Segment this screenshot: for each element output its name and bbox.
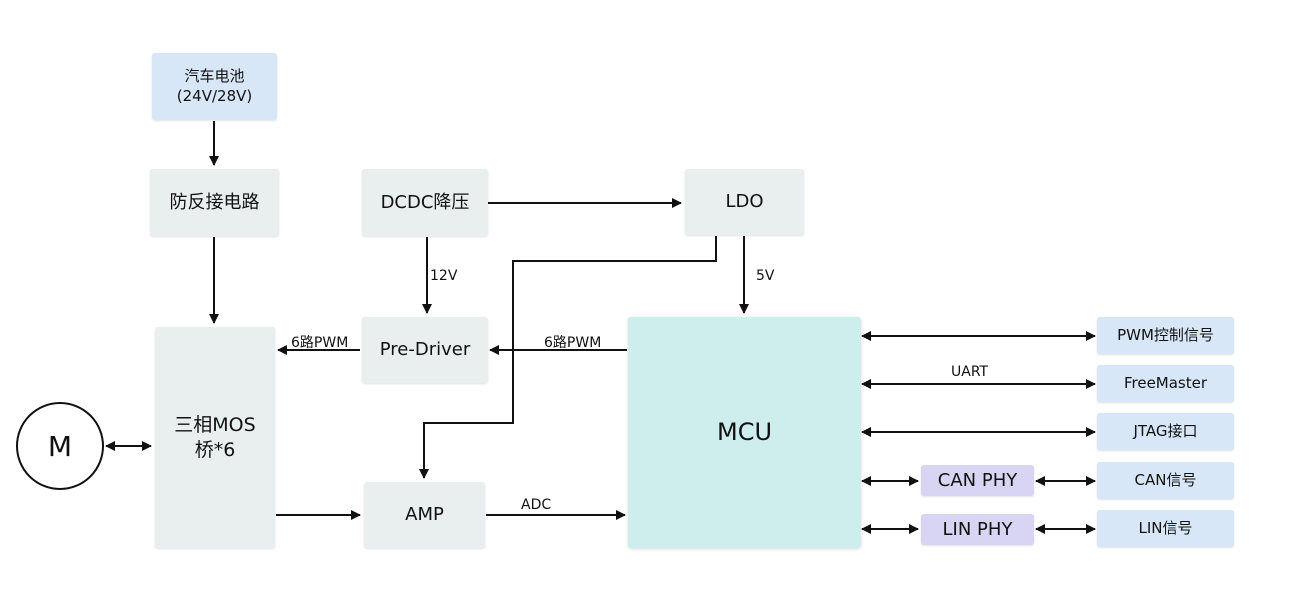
- label-pwm-to-mos: 6路PWM: [291, 335, 349, 351]
- jtag-label: JTAG接口: [1133, 421, 1198, 440]
- jtag-block: JTAG接口: [1097, 413, 1234, 450]
- ldo-label: LDO: [725, 191, 764, 213]
- can-signal-block: CAN信号: [1097, 462, 1234, 499]
- can-signal-label: CAN信号: [1134, 470, 1197, 489]
- mos-bridge-count-label: 桥*6: [194, 438, 236, 461]
- label-12v: 12V: [430, 268, 458, 284]
- arrow-ldo-to-amp: [419, 236, 717, 479]
- reverse-protection-label: 防反接电路: [169, 191, 260, 213]
- pre-driver-block: Pre-Driver: [362, 317, 488, 383]
- label-5v: 5V: [756, 268, 775, 284]
- lin-phy-block: LIN PHY: [921, 514, 1034, 545]
- mos-bridge-label: 三相MOS: [174, 413, 256, 436]
- label-adc: ADC: [521, 497, 552, 513]
- pwm-signal-block: PWM控制信号: [1097, 317, 1234, 354]
- battery-label: 汽车电池: [184, 67, 245, 85]
- ldo-block: LDO: [685, 169, 804, 235]
- can-phy-label: CAN PHY: [937, 469, 1018, 491]
- lin-signal-label: LIN信号: [1138, 518, 1193, 537]
- lin-signal-block: LIN信号: [1097, 510, 1234, 547]
- label-pwm-from-mcu: 6路PWM: [544, 335, 602, 351]
- dcdc-block: DCDC降压: [362, 169, 488, 236]
- freemaster-label: FreeMaster: [1123, 373, 1208, 392]
- can-phy-block: CAN PHY: [921, 465, 1034, 496]
- amp-block: AMP: [364, 482, 485, 548]
- lin-phy-label: LIN PHY: [942, 518, 1013, 540]
- amp-label: AMP: [405, 504, 444, 526]
- reverse-protection-block: 防反接电路: [150, 169, 279, 236]
- battery-voltage-label: (24V/28V): [176, 86, 253, 105]
- mcu-block: MCU: [628, 317, 861, 548]
- mcu-label: MCU: [716, 417, 773, 446]
- dcdc-label: DCDC降压: [380, 191, 470, 213]
- pwm-signal-label: PWM控制信号: [1117, 325, 1214, 344]
- battery-block: 汽车电池 (24V/28V): [152, 53, 277, 120]
- motor-label: M: [47, 429, 73, 463]
- pre-driver-label: Pre-Driver: [379, 339, 471, 361]
- mos-bridge-block: 三相MOS 桥*6: [155, 327, 275, 548]
- label-uart: UART: [951, 364, 989, 380]
- motor-symbol: M: [16, 402, 104, 490]
- freemaster-block: FreeMaster: [1097, 365, 1234, 402]
